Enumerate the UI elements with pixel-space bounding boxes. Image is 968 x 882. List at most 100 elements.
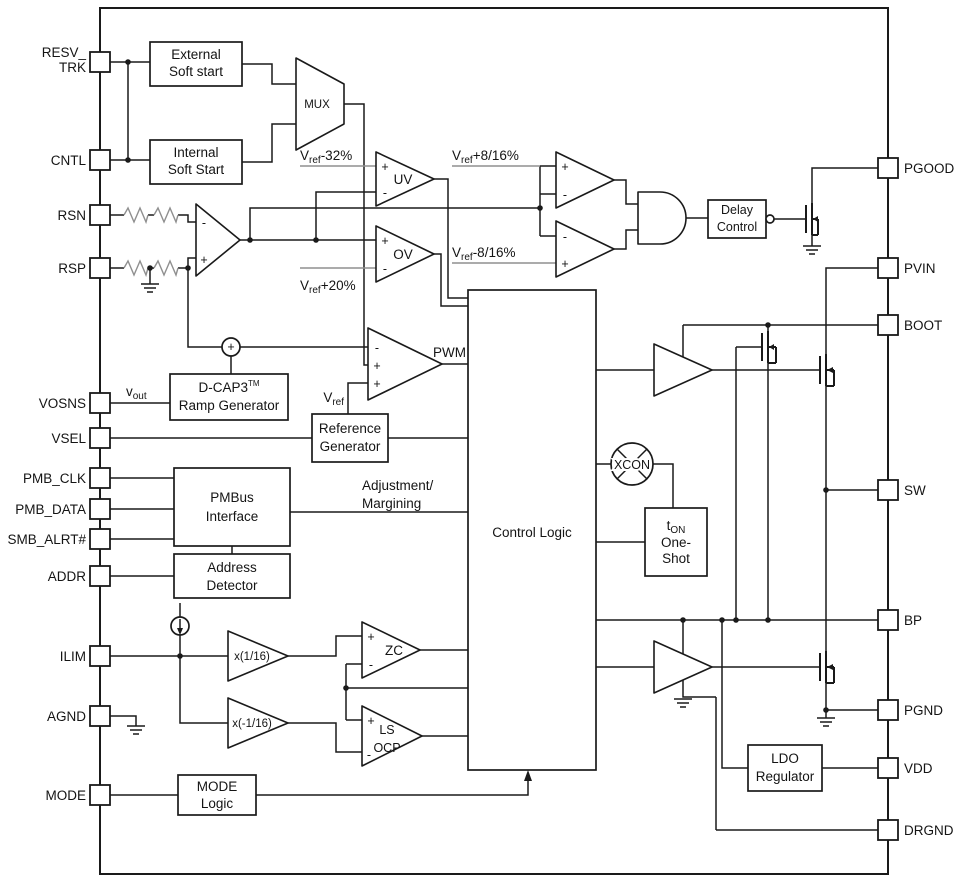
block-label: Ramp Generator — [179, 398, 280, 413]
pin-label: RSP — [58, 261, 86, 276]
adjustment-label: Adjustment/ — [362, 478, 434, 493]
pwm-label: PWM — [433, 345, 466, 360]
vref-plus-816-label: Vref+8/16% — [452, 148, 519, 166]
wire — [452, 165, 556, 264]
block-label: Interface — [206, 509, 259, 524]
minus-sign: - — [383, 186, 387, 200]
mosfet-arrow-icon — [769, 344, 774, 350]
pin-label: CNTL — [51, 153, 87, 168]
reference-generator-block — [311, 413, 389, 463]
xcon-cross-icon — [616, 448, 648, 480]
wire — [539, 165, 556, 237]
wire — [110, 715, 137, 726]
pin-label: ILIM — [60, 649, 86, 664]
mosfet-arrow-icon — [827, 664, 833, 670]
pin-label: SW — [904, 483, 926, 498]
block-label: Detector — [206, 578, 258, 593]
wire — [825, 683, 878, 718]
block-label: x(-1/16) — [232, 718, 272, 730]
plus-sign: + — [561, 257, 568, 271]
wire — [596, 369, 674, 668]
block-label: XCON — [614, 458, 650, 472]
ramp-generator-block — [169, 373, 289, 421]
wire — [735, 325, 769, 620]
block-label: Control — [717, 220, 757, 234]
block-label: D-CAP3TM — [198, 379, 259, 395]
ground-icon — [674, 698, 692, 708]
block-label: MUX — [304, 99, 330, 111]
pgood-high-comparator — [555, 151, 615, 209]
pin-mode — [89, 784, 111, 806]
wire — [344, 103, 368, 366]
resistor — [123, 206, 149, 225]
wire — [825, 267, 878, 354]
mux-block — [295, 57, 345, 151]
wire — [434, 178, 468, 307]
wire — [110, 257, 196, 269]
block-label: LDO — [771, 751, 799, 766]
summing-plus-sign: + — [227, 340, 234, 354]
vref-minus-32-label: Vref-32% — [300, 148, 352, 166]
pin-label: MODE — [46, 788, 87, 803]
wiring — [110, 61, 878, 831]
ground-symbols — [127, 245, 835, 735]
pin-drgnd — [877, 819, 899, 841]
sense-amp — [195, 203, 241, 277]
plus-sign: + — [373, 359, 380, 373]
pin-vsel — [89, 427, 111, 449]
pin-pmb-data — [89, 498, 111, 520]
pin-vdd — [877, 757, 899, 779]
plus-sign: + — [367, 630, 374, 644]
wire — [230, 346, 368, 374]
pin-ilim — [89, 645, 111, 667]
pwm-comparator — [367, 327, 443, 401]
wire — [110, 781, 529, 796]
pin-vosns — [89, 392, 111, 414]
mosfet-arrow-icon — [813, 216, 818, 222]
block-label: MODE — [197, 779, 238, 794]
wire — [110, 477, 233, 577]
wire — [811, 167, 878, 246]
wire — [347, 382, 368, 414]
block-label: Soft start — [169, 64, 223, 79]
ov-comparator — [375, 225, 435, 283]
wire — [288, 635, 362, 753]
plus-sign: + — [561, 160, 568, 174]
block-labels: External Soft start Internal Soft Start … — [168, 47, 815, 811]
pins — [89, 51, 899, 841]
vref-minus-816-label: Vref-8/16% — [452, 245, 515, 263]
block-label: UV — [394, 172, 413, 187]
ground-icon — [127, 725, 145, 735]
mosfet-arrow-icon — [827, 367, 833, 373]
vref-plus-20-label: Vref+20% — [300, 278, 356, 296]
pin-pvin — [877, 257, 899, 279]
resistor — [153, 206, 179, 225]
block-label: OCP — [373, 741, 400, 755]
resistor — [123, 259, 149, 278]
pin-pgood — [877, 157, 899, 179]
pin-label: RSN — [57, 208, 86, 223]
block-label: Regulator — [756, 769, 815, 784]
block-label: LS — [379, 723, 394, 737]
ground-icon — [817, 717, 835, 727]
pin-sw — [877, 479, 899, 501]
pin-rsp — [89, 257, 111, 279]
pin-label: SMB_ALRT# — [7, 532, 86, 547]
wire — [614, 179, 806, 250]
lowside-driver — [653, 640, 713, 694]
pin-label: VOSNS — [39, 396, 86, 411]
pin-label: VSEL — [51, 431, 86, 446]
pin-pgnd — [877, 699, 899, 721]
adjustment-label: Margining — [362, 496, 421, 511]
pin-label: TRK — [59, 60, 86, 75]
ldo-regulator-block — [747, 744, 823, 792]
plus-sign: + — [367, 714, 374, 728]
block-label: Reference — [319, 421, 381, 436]
wire — [242, 63, 296, 163]
minus-sign: - — [369, 658, 373, 672]
block-label: Shot — [662, 551, 690, 566]
pin-label: ADDR — [48, 569, 87, 584]
pin-agnd — [89, 705, 111, 727]
block-label: OV — [393, 247, 413, 262]
